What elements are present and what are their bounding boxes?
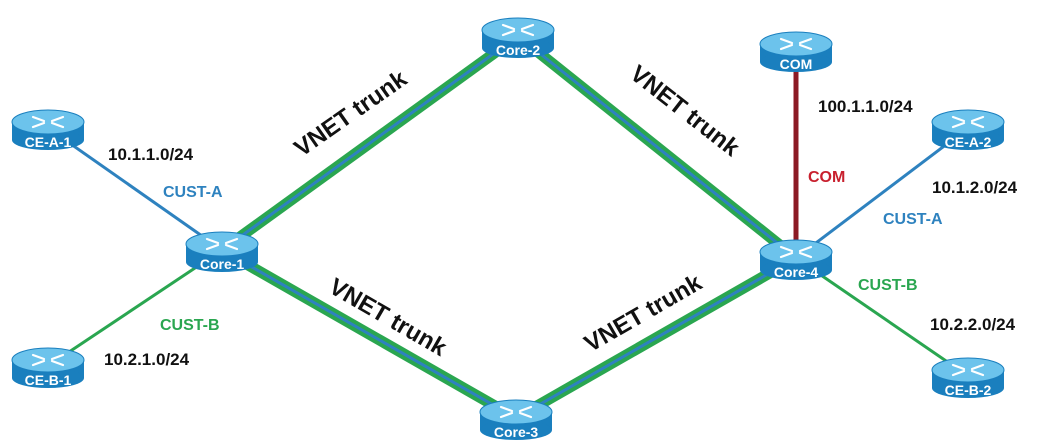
cust-a-label-right: CUST-A: [883, 211, 943, 228]
router-ce-b-2[interactable]: CE-B-2: [930, 356, 1006, 400]
cust-a-link-right: [795, 126, 969, 260]
subnet-label-cust-a-right: 10.1.2.0/24: [932, 178, 1018, 197]
router-label: COM: [780, 56, 813, 72]
router-label: Core-1: [200, 256, 245, 272]
router-label: Core-4: [774, 264, 819, 280]
cust-b-label-right: CUST-B: [858, 277, 918, 294]
router-label: CE-B-1: [25, 372, 72, 388]
router-core-4[interactable]: Core-4: [758, 238, 834, 282]
subnet-label-cust-a-left: 10.1.1.0/24: [108, 145, 194, 164]
cust-b-link-left: [47, 248, 223, 368]
trunk-label-core2-core4: VNET trunk: [625, 60, 745, 162]
subnet-label-cust-b-left: 10.2.1.0/24: [104, 350, 190, 369]
router-ce-a-2[interactable]: CE-A-2: [930, 108, 1006, 152]
com-label: COM: [808, 169, 845, 186]
router-core-2[interactable]: Core-2: [480, 16, 556, 60]
trunk-link-core2-core4: [514, 31, 800, 263]
router-label: CE-A-2: [945, 134, 992, 150]
cust-b-link-right: [795, 256, 969, 378]
router-label: CE-A-1: [25, 134, 72, 150]
cust-a-link-left: [47, 126, 223, 252]
trunk-link-core1-core3: [219, 245, 519, 423]
router-label: Core-2: [496, 42, 541, 58]
links: [47, 31, 969, 423]
router-ce-b-1[interactable]: CE-B-1: [10, 346, 86, 390]
trunk-label-core1-core2: VNET trunk: [289, 65, 412, 162]
router-core-1[interactable]: Core-1: [184, 230, 260, 274]
router-ce-a-1[interactable]: CE-A-1: [10, 108, 86, 152]
trunk-link-core1-core2: [218, 31, 522, 255]
router-com[interactable]: COM: [758, 30, 834, 74]
cust-a-label-left: CUST-A: [163, 184, 223, 201]
cust-b-label-left: CUST-B: [160, 317, 220, 334]
subnet-label-com: 100.1.1.0/24: [818, 97, 913, 116]
router-label: CE-B-2: [945, 382, 992, 398]
router-label: Core-3: [494, 424, 539, 440]
trunk-link-core3-core4: [513, 253, 799, 423]
subnet-label-cust-b-right: 10.2.2.0/24: [930, 315, 1016, 334]
router-core-3[interactable]: Core-3: [478, 398, 554, 442]
